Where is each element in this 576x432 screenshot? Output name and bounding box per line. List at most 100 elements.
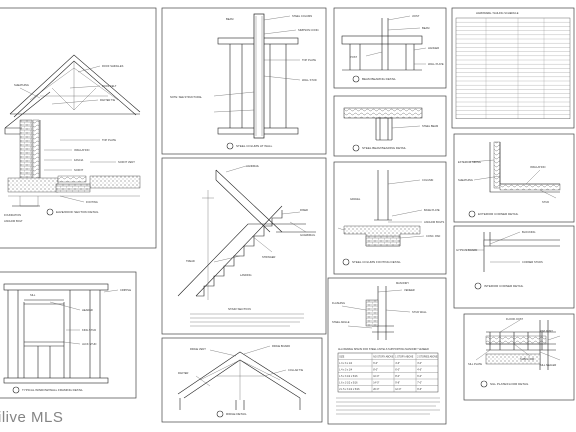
lintel-header: SIZE	[339, 356, 345, 358]
lintel-header: NO STORY ABOVE	[373, 355, 394, 358]
window-title: TYPICAL WINDOW/WALL FRAMING DETAIL	[22, 388, 83, 392]
lintel-cell: L 3 x 3 x 1/4	[339, 362, 353, 365]
sill-note-0: FLOOR JOIST	[506, 317, 523, 321]
eave-title: EAVE/ROOF SECTION DETAIL	[56, 210, 99, 214]
eave-note-10: FOUNDATION	[4, 213, 21, 217]
column-note-5: NOTE: SEE STRUCTURAL	[170, 95, 203, 99]
window-note-0: HEADER	[82, 308, 93, 312]
int-corner-note-1: BLOCKING	[522, 230, 535, 234]
schedule-title: HARDWARE / NAILING SCHEDULE	[476, 11, 519, 15]
stair-note-2: RISER	[300, 208, 308, 212]
ext-corner-note-1: SHEATHING	[458, 178, 473, 182]
window-note-4: CRIPPLE	[120, 288, 131, 292]
eave-note-4: TOP PLATE	[102, 138, 116, 142]
stair-detail: HANDRAIL TREAD RISER STRINGER GUARDRAIL …	[161, 157, 327, 335]
stair-note-1: TREAD	[186, 259, 195, 263]
footing-note-1: BASE PLATE	[424, 208, 440, 212]
footing-note-4: GRAVEL	[350, 197, 361, 201]
lintel-cell: 6'-0"	[373, 362, 378, 365]
footing-note-2: ANCHOR BOLTS	[424, 220, 445, 224]
stair-note-5: LANDING	[240, 273, 252, 277]
column-note-3: TOP PLATE	[302, 58, 316, 62]
eave-note-3: RAFTER TIE	[100, 98, 115, 102]
lintel-note-0: MASONRY	[396, 281, 409, 285]
column-note-0: BEAM	[226, 17, 233, 21]
lintel-note-3: STEEL ANGLE	[332, 320, 350, 324]
lintel-cell: 4'-6"	[417, 368, 422, 371]
ridge-note-1: RIDGE VENT	[190, 347, 206, 351]
lintel-cell: 9'-8"	[395, 381, 400, 384]
sill-note-3: RIM JOIST	[540, 329, 553, 333]
sill-title: SILL PLATE/FLOOR DETAIL	[490, 382, 529, 386]
lintel-cell: 9'-6"	[417, 388, 422, 391]
lintel-note-2: STUD WALL	[412, 310, 427, 314]
lintel-cell: 4'-6"	[395, 362, 400, 365]
schedule-rows	[455, 17, 571, 120]
stair-note-4: GUARDRAIL	[300, 233, 316, 237]
lintel-header: 2 STORIES ABOVE	[417, 355, 438, 358]
lintel-cell: 7'-0"	[417, 381, 422, 384]
window-note-3: SILL	[30, 293, 36, 297]
bearing-note-4: WALL PLATE	[428, 62, 444, 66]
lintel-cell: 3'-0"	[417, 362, 422, 365]
lintel-cell: L 4 x 3 x 1/4	[339, 368, 353, 371]
column-note-2: SIMPSON CONN.	[298, 28, 319, 32]
bearing-note-1: BEAM	[422, 26, 429, 30]
exterior-corner-detail: EXTERIOR SIDING SHEATHING INSULATION STU…	[453, 133, 575, 223]
lintel-cell: 8'-0"	[373, 368, 378, 371]
eave-note-11: ANCHOR BOLT	[4, 219, 23, 223]
stair-note-0: HANDRAIL	[246, 164, 260, 168]
eave-roof-detail: ROOF SHINGLES ROOF FELT SHEATHING RAFTER…	[0, 7, 157, 249]
ridge-note-2: RAFTER	[178, 371, 189, 375]
lintel-table-title: ALLOWABLE SPANS FOR STEEL LINTELS SUPPOR…	[338, 348, 429, 351]
lintel-note-4: FLASHING	[332, 301, 345, 305]
eave-note-5: INSULATION	[74, 148, 89, 152]
ridge-title: RIDGE DETAIL	[226, 412, 247, 416]
window-note-1: KING STUD	[82, 328, 96, 332]
ext-corner-note-0: EXTERIOR SIDING	[458, 160, 481, 164]
lintel-cell: L 6 x 3 1/2 x 5/16	[339, 381, 358, 384]
beam-bearing-detail: JOIST BEAM POST HANGER WALL PLATE BEAM B…	[333, 7, 447, 89]
lintel-cell: 10'-0"	[373, 375, 379, 378]
lintel-cell: 8'-0"	[395, 375, 400, 378]
lintel-cell: 20'-0"	[373, 388, 379, 391]
lintel-cell: 2 L 5 x 3 1/2 x 5/16	[339, 388, 360, 391]
sill-note-4: SILL SEALER	[540, 363, 556, 367]
footing-note-0: COLUMN	[422, 178, 433, 182]
column-title: STEEL COLUMN AT WALL	[236, 144, 273, 148]
lintel-cell: 6'-0"	[395, 368, 400, 371]
wall-column-detail: BEAM STEEL COLUMN SIMPSON CONN. TOP PLAT…	[161, 7, 327, 155]
mls-watermark: ilive MLS	[0, 409, 64, 426]
eave-note-0: ROOF SHINGLES	[102, 64, 124, 68]
int-corner-title: INTERIOR CORNER DETAIL	[484, 284, 524, 288]
eave-note-2: SHEATHING	[14, 83, 29, 87]
eave-note-7: SOFFIT	[74, 168, 84, 172]
eave-note-8: SOFFIT VENT	[118, 160, 135, 164]
column-note-4: WALL STUD	[302, 78, 317, 82]
bearing-title: BEAM BEARING DETAIL	[362, 77, 396, 81]
foundation-wall	[7, 177, 59, 193]
steel-beam-title: STEEL BEAM BEARING DETAIL	[362, 146, 407, 150]
lintel-cell: L 5 x 3 1/2 x 5/16	[339, 375, 358, 378]
ridge-detail: RIDGE BOARD RIDGE VENT RAFTER COLLAR TIE…	[161, 337, 323, 423]
steel-column	[253, 13, 265, 139]
int-corner-note-2: CORNER STUDS	[522, 260, 543, 264]
stair-title: STAIR SECTION	[228, 307, 251, 311]
steel-beam-detail: STEEL BEAM STEEL BEAM BEARING DETAIL	[333, 95, 447, 157]
window-note-2: JACK STUD	[82, 342, 97, 346]
detail-marker	[46, 208, 54, 216]
sill-note-2: SILL PLATE	[468, 362, 482, 366]
column-note-1: STEEL COLUMN	[292, 14, 312, 18]
sill-detail: FLOOR JOIST SUBFLOOR SILL PLATE RIM JOIS…	[463, 313, 575, 401]
ext-corner-title: EXTERIOR CORNER DETAIL	[478, 212, 519, 216]
bearing-note-3: HANGER	[428, 46, 439, 50]
lintel-cell: 6'-0"	[417, 375, 422, 378]
steel-beam-note-0: STEEL BEAM	[422, 124, 438, 128]
window-wall-detail: HEADER KING STUD JACK STUD SILL CRIPPLE …	[0, 271, 137, 399]
sill-note-1: SUBFLOOR	[520, 357, 534, 361]
interior-corner-detail: GYPSUM BOARD BLOCKING CORNER STUDS INTER…	[453, 225, 575, 309]
bearing-note-2: POST	[350, 55, 357, 59]
